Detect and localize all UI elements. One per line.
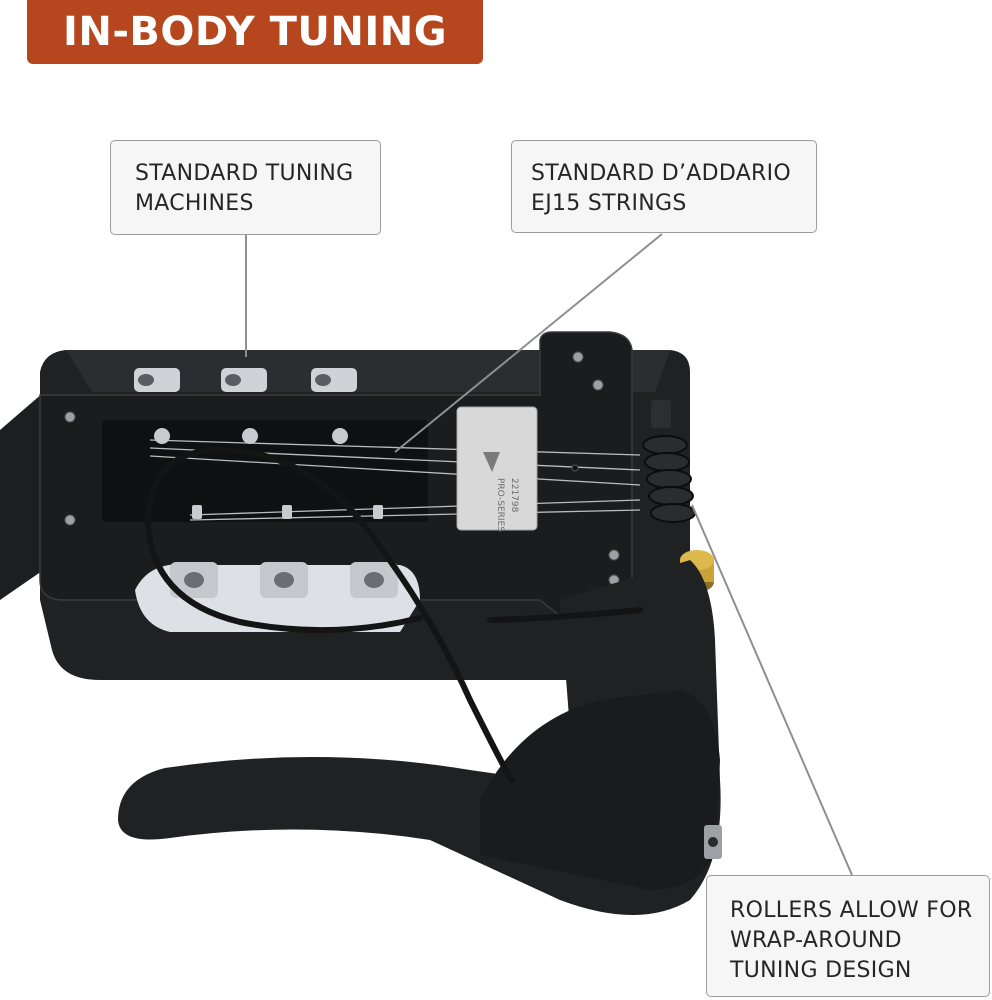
instrument-cable (144, 446, 643, 783)
string-posts (154, 428, 383, 519)
callout-text: STANDARD TUNING (135, 161, 354, 186)
callout-rollers: ROLLERS ALLOW FOR WRAP-AROUND TUNING DES… (706, 875, 990, 997)
callout-text: EJ15 STRINGS (531, 191, 687, 216)
roller-bracket (651, 400, 671, 428)
callout-text: TUNING DESIGN (730, 958, 912, 983)
banner-title: IN-BODY TUNING (62, 9, 448, 55)
callout-strings: STANDARD D’ADDARIO EJ15 STRINGS (511, 140, 817, 233)
callout-text: MACHINES (135, 191, 254, 216)
string-rollers (642, 435, 696, 523)
nameplate-serial: 221798 (509, 478, 519, 513)
title-banner: IN-BODY TUNING (27, 0, 483, 64)
callout-text: STANDARD D’ADDARIO (531, 161, 792, 186)
side-panel (480, 690, 720, 890)
headstock-top-face (66, 350, 670, 392)
nameplate-brand: PRO-SERIES (495, 478, 505, 532)
output-jack (704, 825, 722, 859)
callout-text: WRAP-AROUND (730, 928, 902, 953)
leader-lines (245, 233, 853, 876)
callout-tuning-machines: STANDARD TUNING MACHINES (110, 140, 381, 235)
upper-tuner-row (134, 368, 357, 392)
callout-text: ROLLERS ALLOW FOR (730, 898, 973, 923)
nameplate: PRO-SERIES 221798 (456, 406, 538, 532)
lower-tuner-row (135, 562, 420, 632)
